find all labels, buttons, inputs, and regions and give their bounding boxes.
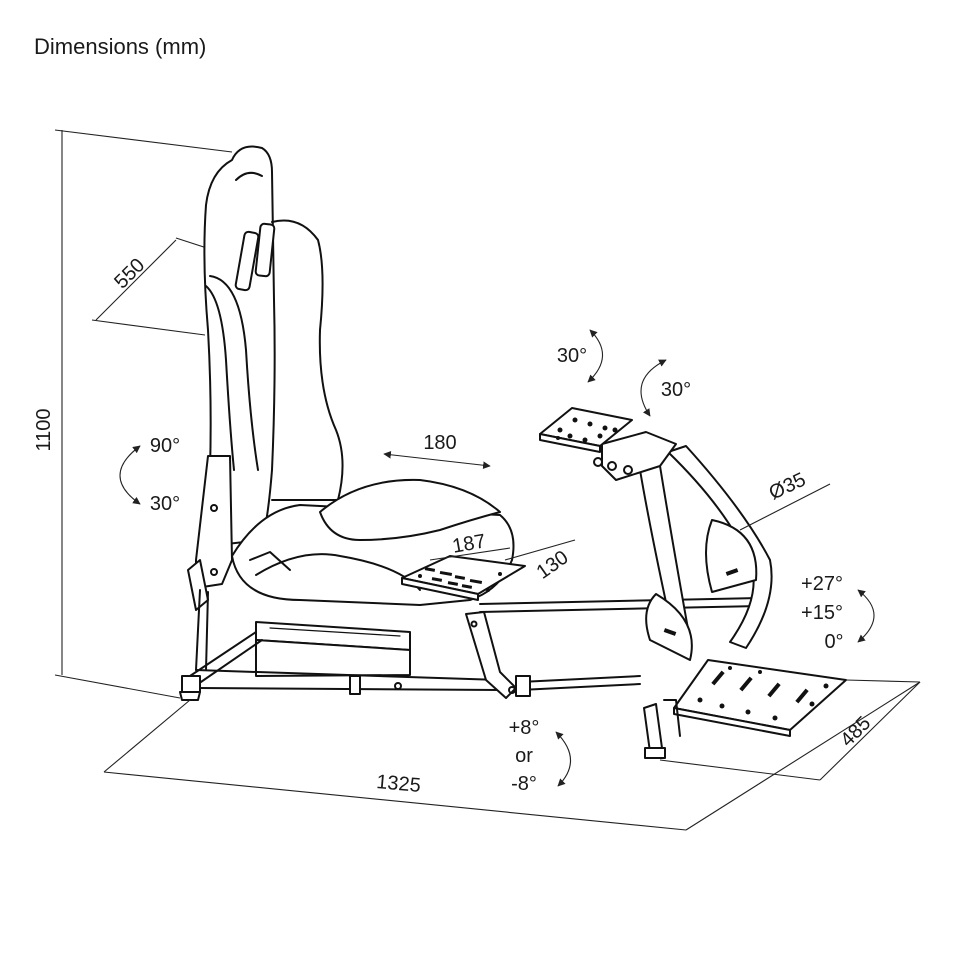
wheel-stand bbox=[539, 407, 773, 661]
wheel-tilt-label: 30° bbox=[557, 345, 587, 367]
shifter-post bbox=[465, 611, 531, 699]
base-frame bbox=[179, 589, 761, 701]
pedal-c-label: 0° bbox=[824, 631, 843, 653]
shifter-angle: +8° or -8° bbox=[509, 717, 571, 795]
tube-diameter-label: Ø35 bbox=[766, 469, 810, 505]
recline-bracket bbox=[187, 455, 233, 611]
base-width-label: 485 bbox=[836, 712, 875, 751]
shifter-or-label: or bbox=[515, 745, 533, 767]
seat-width-label: 550 bbox=[110, 254, 149, 293]
pedal-a-label: +27° bbox=[801, 573, 843, 595]
back-bottom-label: 30° bbox=[150, 493, 180, 515]
back-top-label: 90° bbox=[150, 435, 180, 457]
base-length-label: 1325 bbox=[375, 771, 421, 797]
seat-back bbox=[203, 145, 344, 546]
slide-plate bbox=[401, 555, 526, 601]
seat-rails bbox=[255, 621, 411, 677]
pedal-angle: +27° +15° 0° bbox=[801, 573, 875, 653]
wheel-angle: 30° 30° bbox=[557, 329, 691, 417]
shifter-minus-label: -8° bbox=[511, 773, 537, 795]
shifter-plus-label: +8° bbox=[509, 717, 540, 739]
wheel-rotate-label: 30° bbox=[661, 379, 691, 401]
pedal-plate bbox=[643, 659, 847, 759]
tube-diameter: Ø35 bbox=[739, 469, 831, 531]
height-dimension: 1100 bbox=[33, 129, 233, 699]
slide-dimension: 180 bbox=[383, 432, 491, 470]
pedal-b-label: +15° bbox=[801, 602, 843, 624]
page-title: Dimensions (mm) bbox=[34, 34, 206, 59]
height-label: 1100 bbox=[33, 408, 55, 451]
back-angle: 90° 30° bbox=[119, 435, 180, 515]
plate-depth-label: 130 bbox=[533, 547, 573, 584]
slide-label: 180 bbox=[423, 432, 456, 454]
